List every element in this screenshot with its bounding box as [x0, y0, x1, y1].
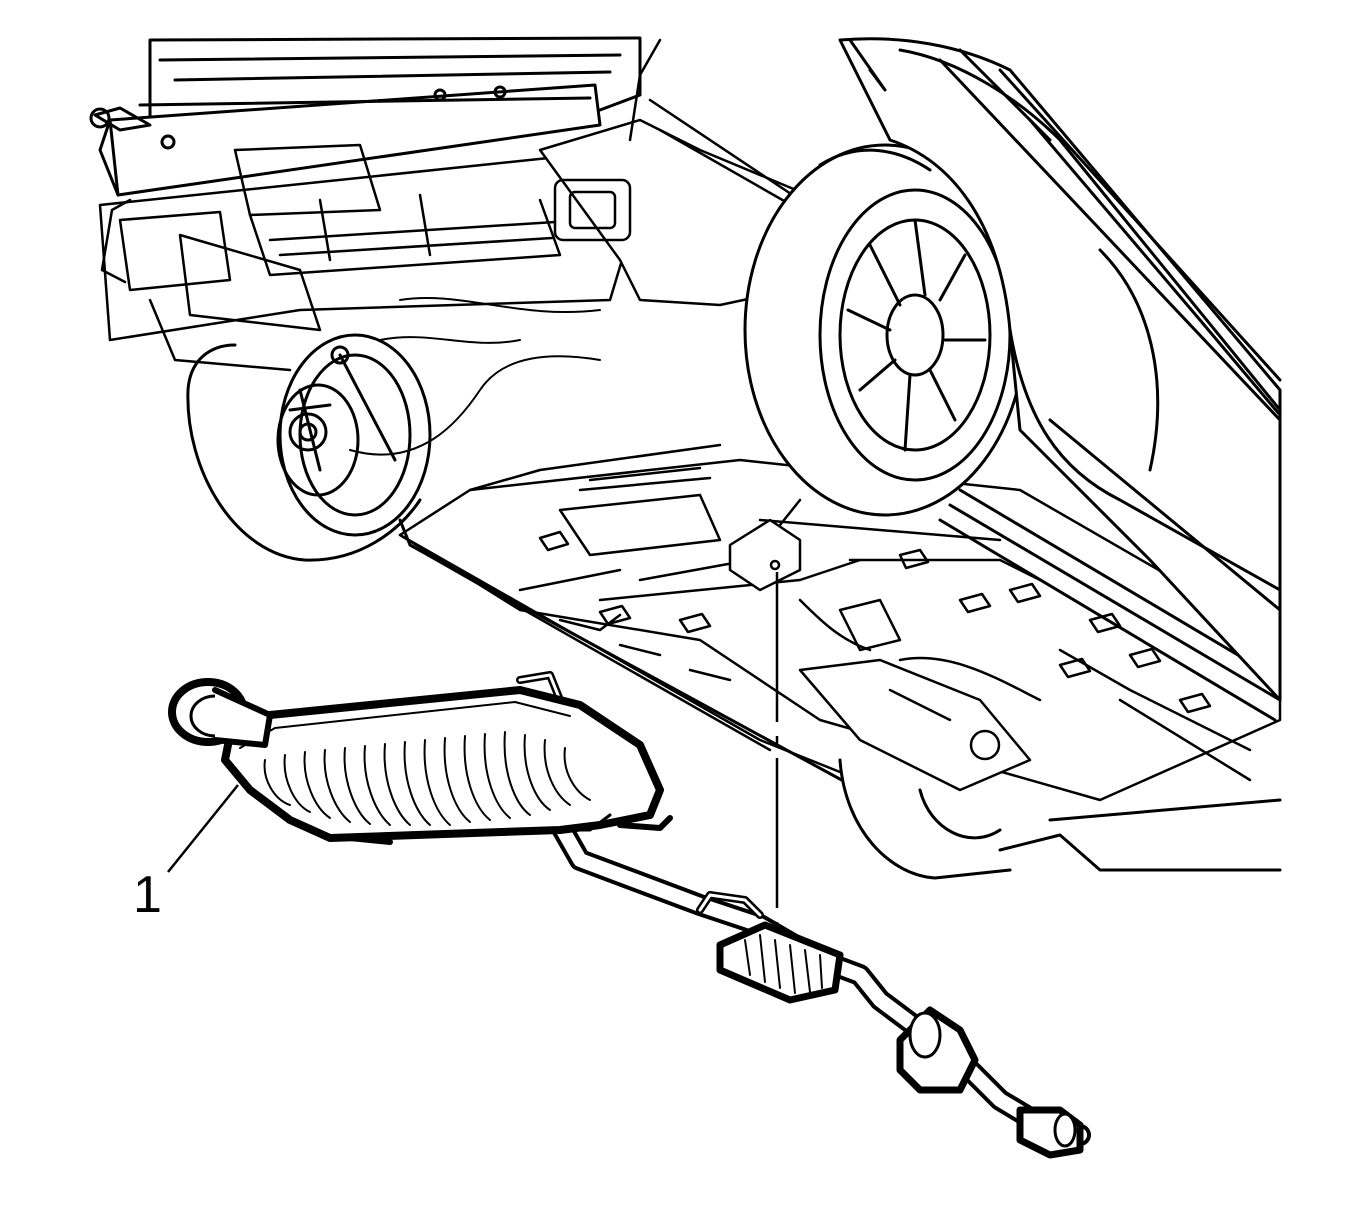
- rear-tire-left: [186, 333, 432, 562]
- rear-suspension-far: [798, 598, 1252, 792]
- brake-lines: [349, 296, 601, 456]
- rocker-panel: [398, 488, 1282, 792]
- rear-crossmember: [98, 143, 642, 372]
- catalytic-converter: [896, 1006, 979, 1094]
- resonator: [716, 921, 844, 1004]
- body-side-panel: [838, 37, 1282, 702]
- mid-hanger: [696, 891, 764, 919]
- exhaust-system: [168, 671, 1091, 1159]
- floor-pan: [398, 443, 1282, 802]
- rear-bumper: [89, 36, 642, 197]
- exhaust-hanger-bracket: [728, 498, 802, 592]
- exhaust-front-flange: [1016, 1106, 1084, 1159]
- vehicle-underbody: [89, 36, 1282, 880]
- callout-1: 1: [133, 784, 239, 924]
- callout-1-label: 1: [133, 866, 162, 924]
- tailpipe-tip: [168, 678, 273, 748]
- rear-tire-far: [838, 758, 1282, 880]
- callout-1-leader: [167, 784, 239, 873]
- rear-muffler: [221, 686, 673, 845]
- front-tire-right: [743, 143, 1027, 517]
